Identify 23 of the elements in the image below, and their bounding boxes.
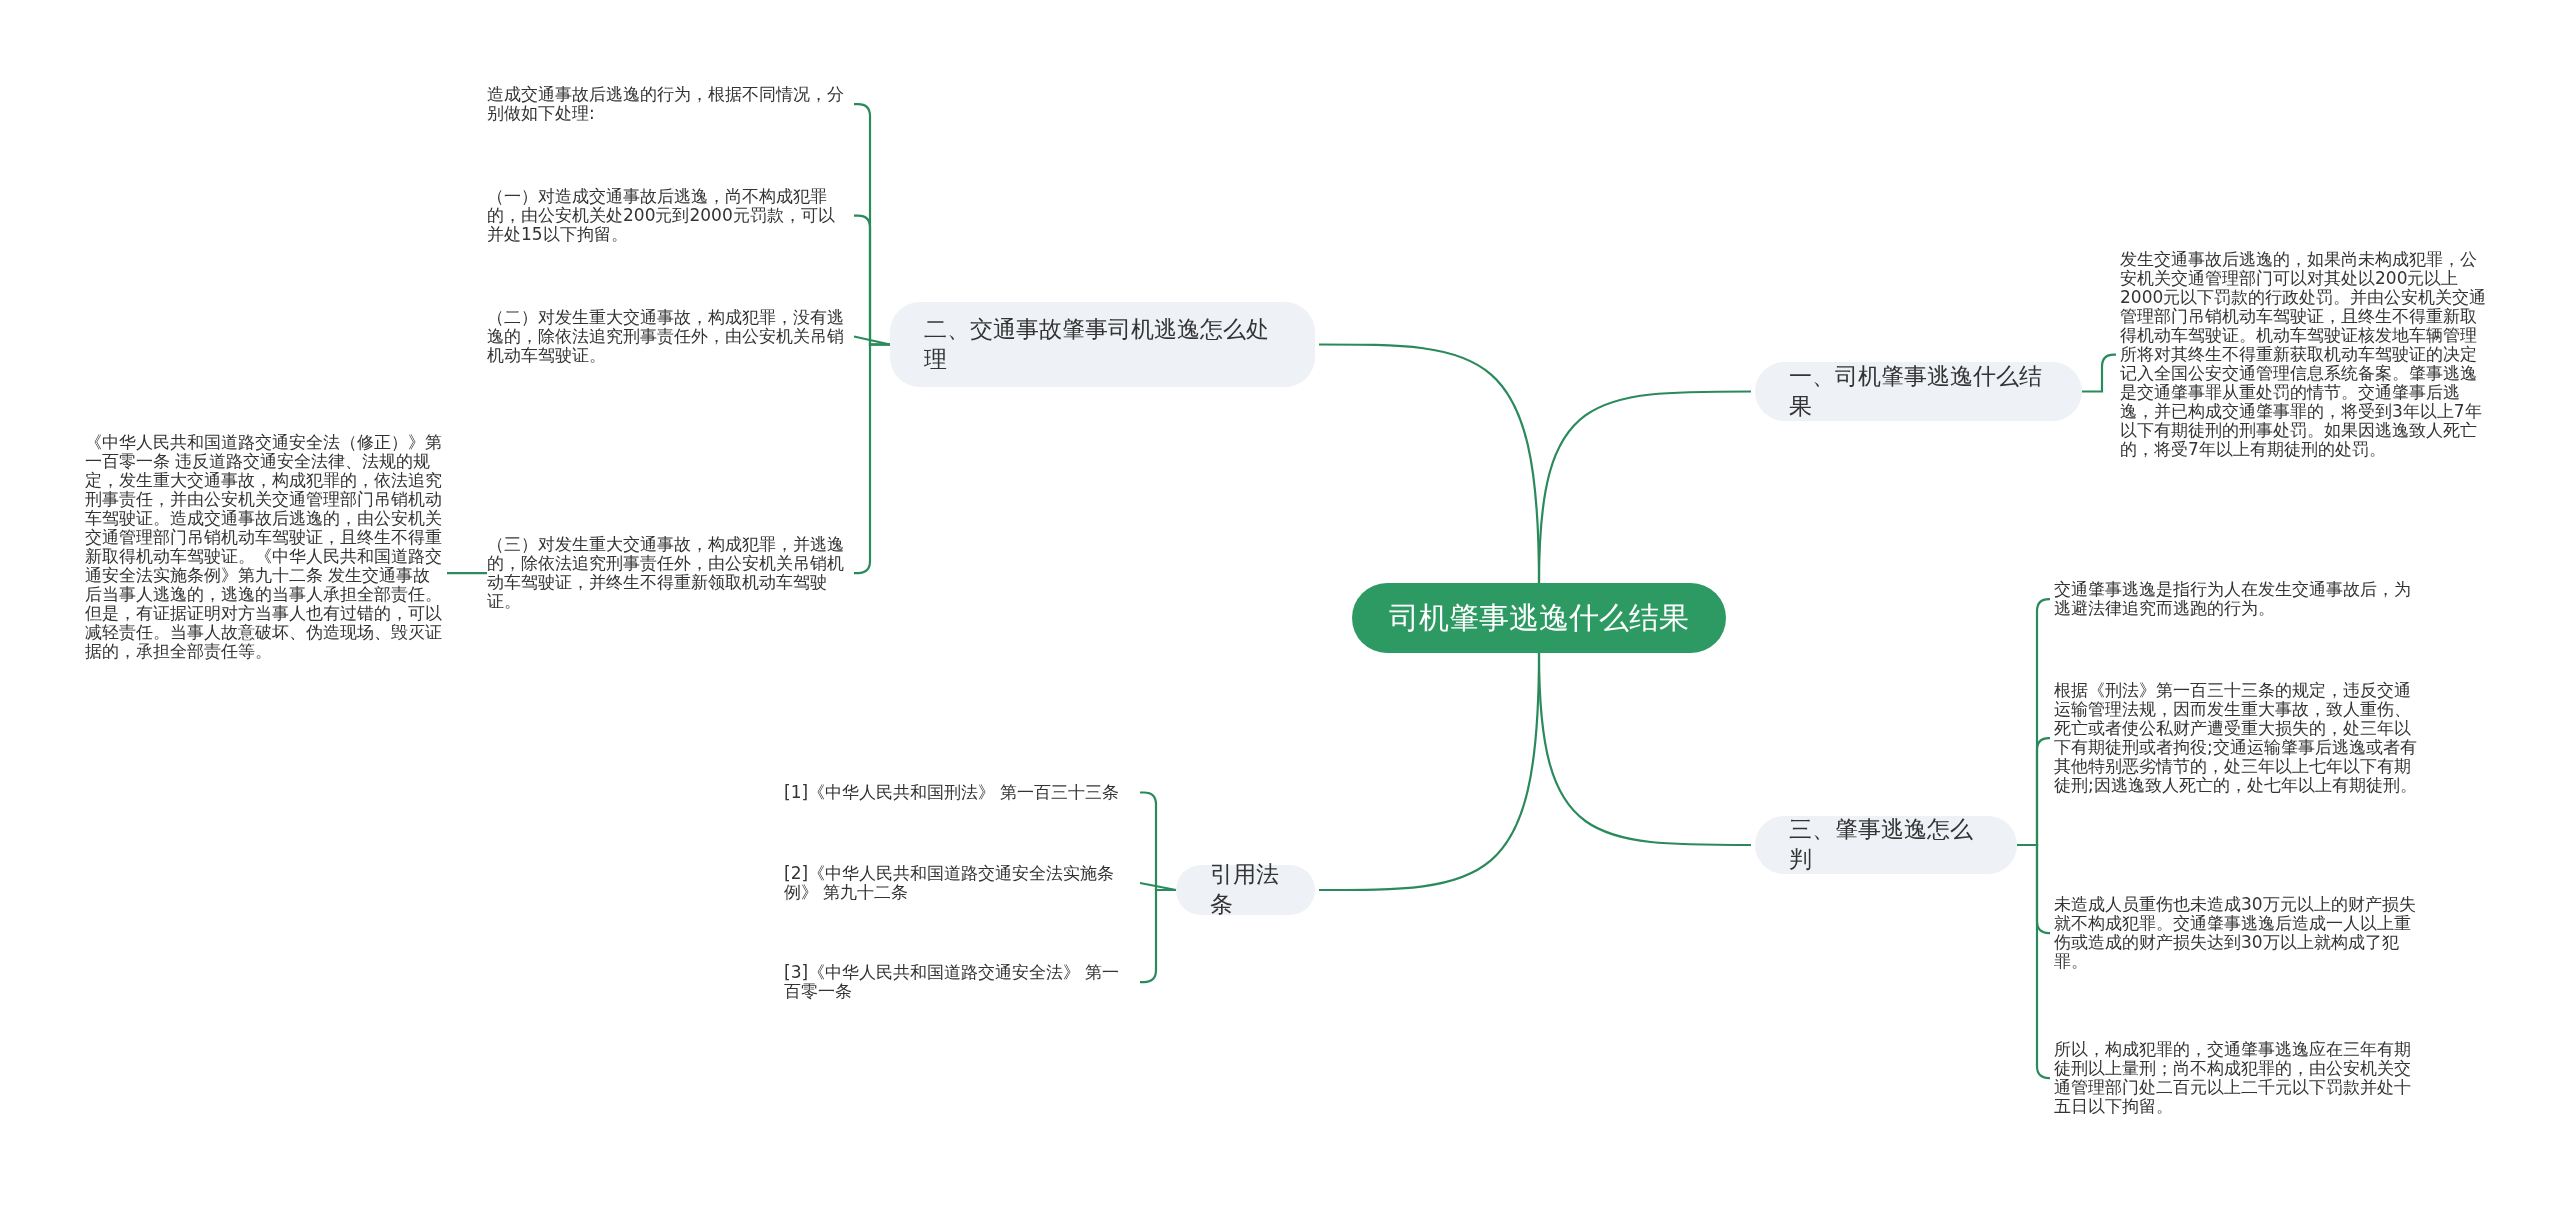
connector-line: [1319, 343, 1541, 584]
topic-text: 未造成人员重伤也未造成30万元以上的财产损失就不构成犯罪。交通肇事逃逸后造成一人以上重伤或造成的财产损失达到30万以上就构成了犯罪。: [2054, 895, 2424, 972]
topic-text: （二）对发生重大交通事故，构成犯罪，没有逃逸的，除依法追究刑事责任外，由公安机关吊销机动车驾驶证。: [487, 308, 850, 366]
topic-text: 造成交通事故后逃逸的行为，根据不同情况，分别做如下处理:: [487, 85, 850, 124]
branch-topic: 三、肇事逃逸怎么判: [1755, 816, 2017, 874]
central-topic: 司机肇事逃逸什么结果: [1352, 583, 1726, 653]
topic-text: 根据《刑法》第一百三十三条的规定，违反交通运输管理法规，因而发生重大事故，致人重伤、死亡或者使公私财产遭受重大损失的，处三年以下有期徒刑或者拘役;交通运输肇事后逃逸或者有其他特别恶劣情节的，处三年以上七年以下有期徒刑;因逃逸致人死亡的，处七年以上有期徒刑。: [2054, 681, 2424, 796]
topic-text: （三）对发生重大交通事故，构成犯罪，并逃逸的，除依法追究刑事责任外，由公安机关吊销机动车驾驶证，并终生不得重新领取机动车驾驶证。: [487, 535, 850, 612]
branch-topic: 二、交通事故肇事司机逃逸怎么处理: [890, 302, 1315, 387]
topic-text: 发生交通事故后逃逸的，如果尚未构成犯罪，公安机关交通管理部门可以对其处以200元以上2000元以下罚款的行政处罚。并由公安机关交通管理部门吊销机动车驾驶证，且终生不得重新取得机动车驾驶证。机动车驾驶证核发地车辆管理所将对其终生不得重新获取机动车驾驶证的决定记入全国公安交通管理信息系统备案。肇事逃逸是交通肇事罪从重处罚的情节。交通肇事后逃逸，并已构成交通肇事罪的，将受到3年以上7年以下有期徒刑的刑事处罚。如果因逃逸致人死亡的，将受7年以上有期徒刑的处罚。: [2120, 250, 2488, 460]
topic-text: [3]《中华人民共和国道路交通安全法》 第一百零一条: [784, 963, 1136, 1002]
topic-text: [1]《中华人民共和国刑法》 第一百三十三条: [784, 783, 1136, 803]
topic-text: 《中华人民共和国道路交通安全法（修正）》第一百零一条 违反道路交通安全法律、法规的规定，发生重大交通事故，构成犯罪的，依法追究刑事责任，并由公安机关交通管理部门吊销机动车驾驶证。造成交通事故后逃逸的，由公安机关交通管理部门吊销机动车驾驶证，且终生不得重新取得机动车驾驶证。《中华人民共和国道路交通安全法实施条例》第九十二条 发生交通事故后当事人逃逸的，逃逸的当事人承担全部责任。但是，有证据证明对方当事人也有过错的，可以减轻责任。当事人故意破坏、伪造现场、毁灭证据的，承担全部责任等。: [85, 433, 447, 662]
topic-text: （一）对造成交通事故后逃逸，尚不构成犯罪的，由公安机关处200元到2000元罚款，可以并处15以下拘留。: [487, 187, 850, 245]
topic-text: 所以，构成犯罪的，交通肇事逃逸应在三年有期徒刑以上量刑；尚不构成犯罪的，由公安机关交通管理部门处二百元以上二千元以下罚款并处十五日以下拘留。: [2054, 1040, 2424, 1117]
branch-topic: 引用法条: [1176, 865, 1315, 915]
topic-text: [2]《中华人民共和国道路交通安全法实施条例》 第九十二条: [784, 864, 1136, 903]
topic-text: 交通肇事逃逸是指行为人在发生交通事故后，为逃避法律追究而逃跑的行为。: [2054, 580, 2424, 619]
connector-line: [2082, 353, 2116, 393]
connector-line: [1139, 881, 1177, 892]
branch-topic: 一、司机肇事逃逸什么结果: [1755, 362, 2082, 421]
connector-line: [1319, 652, 1541, 892]
connector-line: [447, 571, 487, 575]
